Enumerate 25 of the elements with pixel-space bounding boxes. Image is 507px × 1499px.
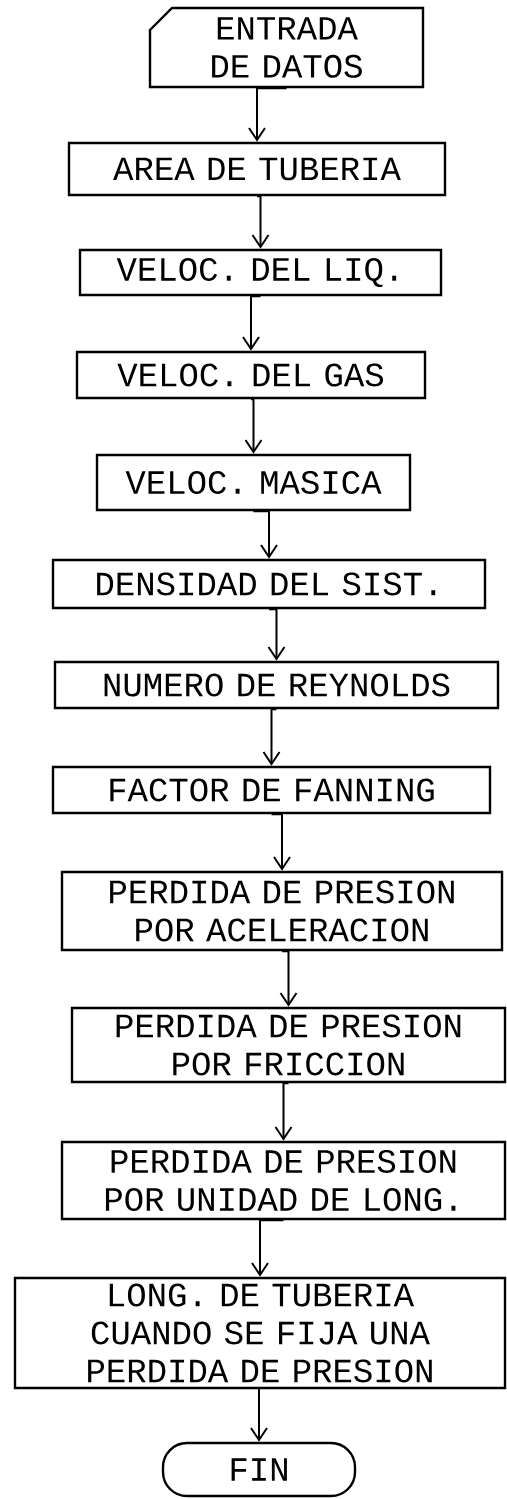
arrow (251, 1219, 285, 1277)
arrow (262, 708, 281, 766)
arrow (270, 813, 291, 871)
arrow (267, 608, 286, 661)
arrow (244, 398, 263, 454)
terminator-box: FIN (161, 1441, 357, 1498)
arrow (248, 87, 288, 142)
process-box: VELOC. DEL LIQ. (78, 248, 443, 297)
process-box: FACTOR DE FANNING (51, 765, 492, 815)
process-box: PERDIDA DE PRESION POR ACELERACION (60, 870, 504, 952)
process-box: PERDIDA DE PRESION POR FRICCION (70, 1006, 507, 1084)
process-box: DENSIDAD DEL SIST. (51, 558, 487, 610)
arrow (250, 1388, 268, 1442)
process-box: VELOC. DEL GAS (75, 350, 427, 400)
process-box: NUMERO DE REYNOLDS (53, 660, 500, 710)
arrow (279, 950, 298, 1007)
arrow (252, 510, 278, 559)
arrow (251, 195, 270, 249)
input-box: ENTRADA DE DATOS (148, 6, 425, 89)
arrow (274, 1082, 293, 1141)
process-box: VELOC. MASICA (95, 453, 412, 512)
arrow (242, 295, 262, 351)
process-box: LONG. DE TUBERIA CUANDO SE FIJA UNA PERDIDA DE PRESION (13, 1276, 507, 1390)
process-box: PERDIDA DE PRESION POR UNIDAD DE LONG. (60, 1140, 507, 1221)
process-box: AREA DE TUBERIA (67, 141, 447, 197)
